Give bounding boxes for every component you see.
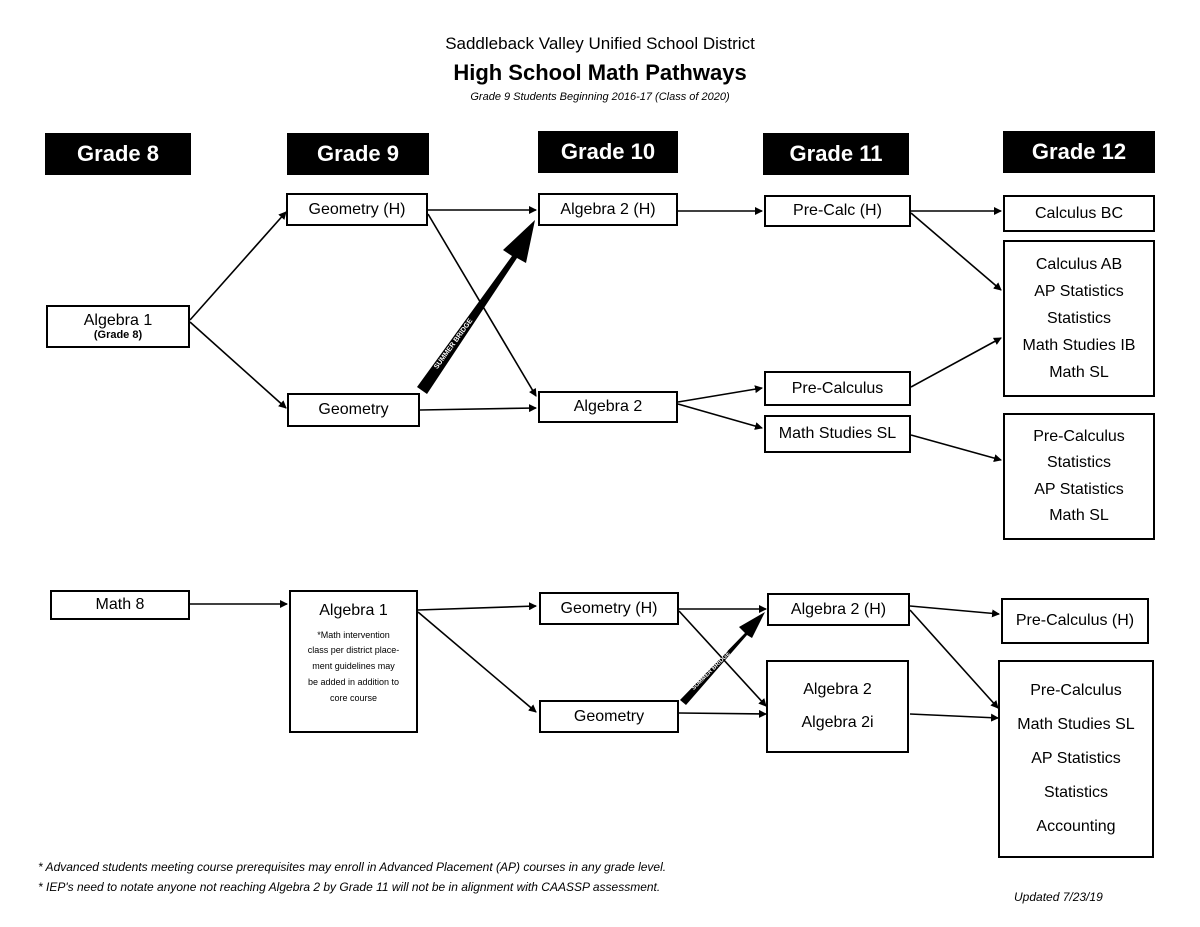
list-item: Math SL bbox=[1049, 507, 1109, 525]
list-item: Pre-Calculus bbox=[1030, 682, 1122, 700]
grade-8-note: (Grade 8) bbox=[93, 329, 143, 342]
arrow-geom-to-alg2-list bbox=[678, 709, 767, 718]
list-item: Statistics bbox=[1046, 309, 1111, 327]
algebra-1-box: Algebra 1 *Math intervention class per d… bbox=[289, 590, 418, 733]
algebra-2-list-box: Algebra 2 Algebra 2i bbox=[766, 660, 909, 753]
grade-11-header: Grade 11 bbox=[763, 133, 909, 175]
arrow-alg2-to-precalculus bbox=[677, 385, 763, 403]
list-item: Math SL bbox=[1049, 363, 1109, 381]
arrow-math-studies-to-list-b bbox=[910, 434, 1002, 462]
calculus-bc-box: Calculus BC bbox=[1003, 195, 1155, 232]
arrow-alg2-h-to-precalc-h-2 bbox=[909, 605, 1000, 618]
math-8-box: Math 8 bbox=[50, 590, 190, 620]
algebra-2-box: Algebra 2 bbox=[538, 391, 678, 423]
geometry-box: Geometry bbox=[287, 393, 420, 427]
algebra-1-label: Algebra 1 bbox=[83, 311, 153, 329]
algebra-2-h-box-2: Algebra 2 (H) bbox=[767, 593, 910, 626]
grade-8-header: Grade 8 bbox=[45, 133, 191, 175]
arrow-precalculus-to-list-a bbox=[910, 337, 1002, 388]
pre-calculus-h-box: Pre-Calculus (H) bbox=[1001, 598, 1149, 644]
algebra-1-label: Algebra 1 bbox=[319, 602, 388, 619]
geometry-box-2: Geometry bbox=[539, 700, 679, 733]
list-item: Pre-Calculus bbox=[1033, 427, 1125, 445]
list-item: AP Statistics bbox=[1034, 480, 1124, 498]
updated-date: Updated 7/23/19 bbox=[1014, 890, 1103, 904]
grade-12-list-b: Pre-Calculus Statistics AP Statistics Ma… bbox=[1003, 413, 1155, 540]
list-item: Statistics bbox=[1046, 454, 1111, 472]
list-item: AP Statistics bbox=[1031, 750, 1121, 768]
summer-bridge-arrow-top: SUMMER BRIDGE bbox=[417, 220, 535, 394]
list-item: Calculus AB bbox=[1035, 255, 1123, 273]
grade-9-header: Grade 9 bbox=[287, 133, 429, 175]
algebra-2-h-box: Algebra 2 (H) bbox=[538, 193, 678, 226]
list-item: Math Studies IB bbox=[1022, 336, 1136, 354]
grade-12-header: Grade 12 bbox=[1003, 131, 1155, 173]
grade-12-list-a: Calculus AB AP Statistics Statistics Mat… bbox=[1003, 240, 1155, 397]
district-name: Saddleback Valley Unified School Distric… bbox=[445, 34, 755, 53]
arrow-alg2-h-to-list-c bbox=[909, 609, 999, 709]
arrow-alg2-list-to-list-c bbox=[909, 713, 999, 722]
grade-12-list-c: Pre-Calculus Math Studies SL AP Statisti… bbox=[998, 660, 1154, 858]
pre-calculus-box: Pre-Calculus bbox=[764, 371, 911, 406]
algebra-1-grade-8-box: Algebra 1 (Grade 8) bbox=[46, 305, 190, 348]
arrow-alg1-to-geom-2 bbox=[417, 611, 537, 713]
math-studies-sl-box: Math Studies SL bbox=[764, 415, 911, 453]
footnote-2: * IEP's need to notate anyone not reachi… bbox=[38, 880, 661, 894]
arrow-alg1-to-geom bbox=[189, 321, 287, 409]
arrow-alg2-to-math-studies bbox=[677, 403, 763, 430]
list-item: AP Statistics bbox=[1034, 282, 1124, 300]
list-item: Accounting bbox=[1036, 818, 1116, 836]
summer-bridge-label-top: SUMMER BRIDGE bbox=[433, 317, 474, 370]
list-item: Math Studies SL bbox=[1017, 716, 1135, 734]
arrow-alg1-to-geom-h-2 bbox=[417, 602, 537, 611]
arrow-alg1-to-geom-h bbox=[189, 211, 287, 321]
page-subtitle: Grade 9 Students Beginning 2016-17 (Clas… bbox=[470, 91, 730, 103]
intervention-note: *Math intervention class per district pl… bbox=[307, 629, 400, 703]
arrow-geom-to-alg2 bbox=[419, 404, 537, 413]
grade-10-header: Grade 10 bbox=[538, 131, 678, 173]
list-item: Statistics bbox=[1043, 784, 1108, 802]
footnote-1: * Advanced students meeting course prere… bbox=[38, 860, 667, 874]
page-title: High School Math Pathways bbox=[453, 60, 747, 85]
geometry-h-box: Geometry (H) bbox=[286, 193, 428, 226]
list-item: Algebra 2i bbox=[801, 714, 874, 732]
list-item: Algebra 2 bbox=[803, 681, 872, 699]
geometry-h-box-2: Geometry (H) bbox=[539, 592, 679, 625]
pre-calc-h-box: Pre-Calc (H) bbox=[764, 195, 911, 227]
arrow-precalc-h-to-list-a bbox=[910, 212, 1002, 291]
summer-bridge-label-bottom: SUMMER BRIDGE bbox=[691, 651, 732, 692]
